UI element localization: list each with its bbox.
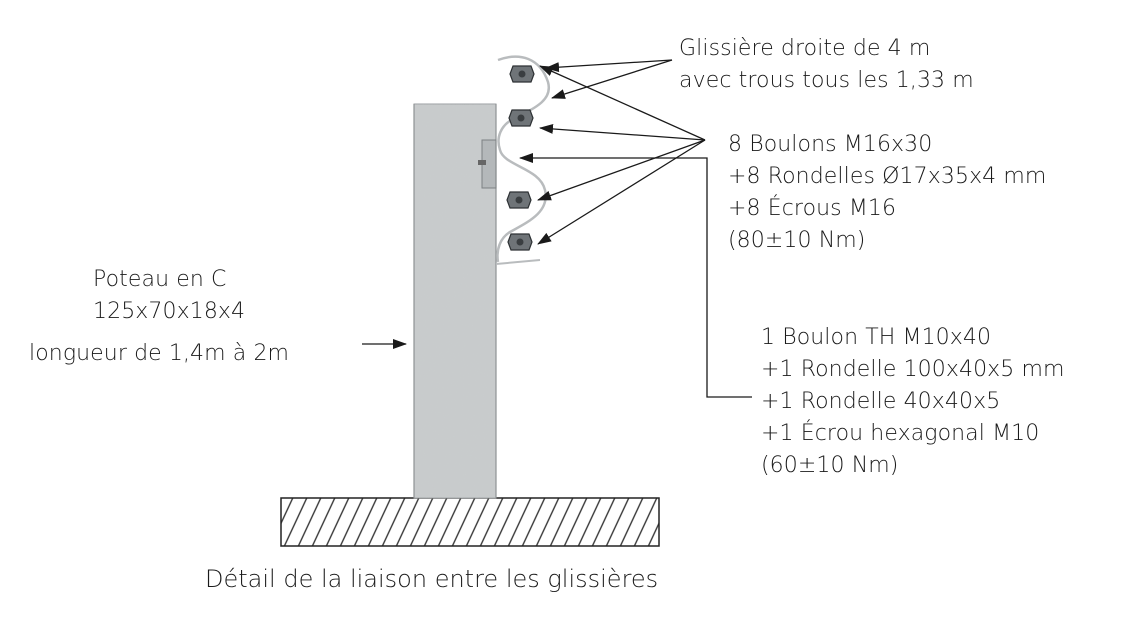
label-boulons-line-4: (80±10 Nm) [728, 228, 866, 253]
label-boulon-th: 1 Boulon TH M10x40 +1 Rondelle 100x40x5 … [761, 322, 1065, 482]
label-poteau-line-2: 125x70x18x4 [93, 299, 246, 324]
label-poteau: Poteau en C 125x70x18x4 longueur de 1,4m… [29, 264, 289, 370]
label-boulon-th-line-1: 1 Boulon TH M10x40 [761, 325, 992, 350]
bolt-2-icon [508, 109, 534, 127]
arrow-glissiere-2 [551, 59, 673, 99]
guardrail-profile [496, 55, 551, 263]
label-boulons-line-3: +8 Écrous M16 [728, 196, 897, 221]
label-glissiere: Glissière droite de 4 m avec trous tous … [679, 33, 974, 97]
arrow-glissiere-1 [545, 59, 673, 73]
label-glissiere-line-1: Glissière droite de 4 m [679, 36, 931, 61]
label-boulons-line-1: 8 Boulons M16x30 [728, 132, 933, 157]
bolt-3-icon [506, 191, 532, 209]
ground-foundation [280, 497, 660, 547]
arrow-boulons-3 [537, 139, 706, 201]
arrow-boulons-1 [539, 65, 706, 141]
label-poteau-line-3: longueur de 1,4m à 2m [29, 341, 290, 366]
figure-caption: Détail de la liaison entre les glissière… [205, 565, 659, 593]
label-boulons: 8 Boulons M16x30 +8 Rondelles Ø17x35x4 m… [728, 129, 1046, 257]
label-boulon-th-line-2: +1 Rondelle 100x40x5 mm [761, 357, 1065, 382]
arrow-boulons-2 [539, 123, 706, 141]
arrow-boulon-th [519, 153, 752, 398]
label-boulons-line-2: +8 Rondelles Ø17x35x4 mm [728, 164, 1047, 189]
label-glissiere-line-2: avec trous tous les 1,33 m [679, 68, 974, 93]
c-post [413, 103, 497, 499]
label-boulon-th-line-5: (60±10 Nm) [761, 453, 899, 478]
label-boulon-th-line-3: +1 Rondelle 40x40x5 [761, 389, 1001, 414]
arrow-boulons-4 [537, 139, 706, 245]
label-poteau-line-1: Poteau en C [93, 267, 227, 292]
bolt-1-icon [509, 65, 535, 83]
bolt-4-icon [507, 233, 533, 251]
label-boulon-th-line-4: +1 Écrou hexagonal M10 [761, 421, 1040, 446]
